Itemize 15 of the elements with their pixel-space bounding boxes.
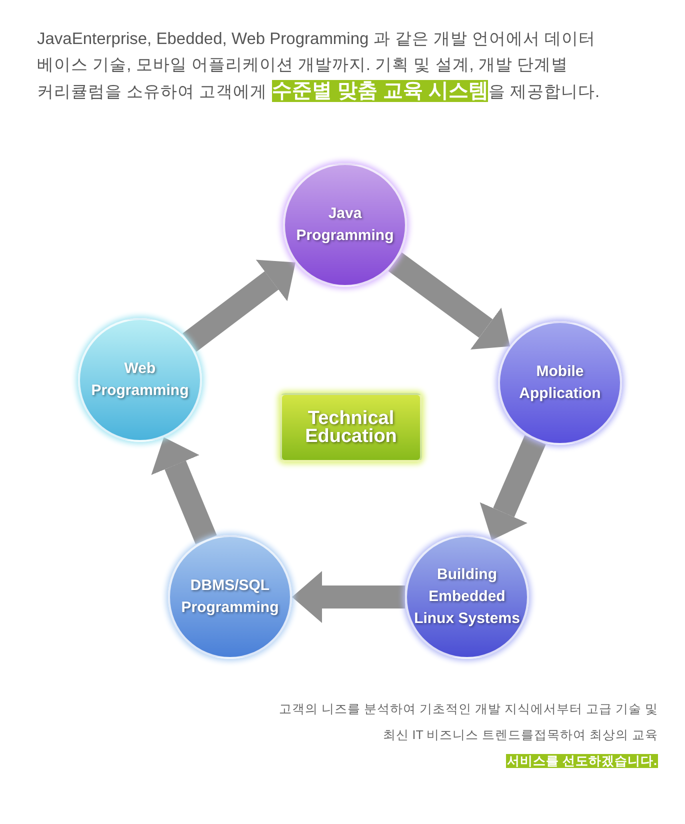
closing-text: 고객의 니즈를 분석하여 기초적인 개발 지식에서부터 고급 기술 및 최신 IT 비즈니스 트렌드를접목하여 최상의 교육 서비스를 선도하겠습니다. <box>278 701 658 770</box>
node-label: Web Programming <box>90 359 190 401</box>
node-label: Java Programming <box>295 204 395 246</box>
node-label: Technical Education <box>304 410 398 446</box>
node-label: DBMS/SQL Programming <box>180 576 280 618</box>
center-box <box>280 393 422 462</box>
node-label: Building Embedded Linux Systems <box>413 565 521 629</box>
arrow <box>292 571 405 623</box>
topic-circle <box>168 535 292 659</box>
topic-circle <box>405 535 529 659</box>
topic-circle <box>283 163 407 287</box>
node-label: Mobile Application <box>518 362 602 404</box>
topic-circle <box>498 321 622 445</box>
topic-circle <box>78 318 202 442</box>
intro-text: JavaEnterprise, Ebedded, Web Programming 과 같은 개발 언어에서 데이터 베이스 기술, 모바일 어플리케이션 개발까지. 기획 및 설계, 개발 단계별 커리큘럼을 소유하여 고객에게 수준별 맞춤 교육 시스템을 제공합니다. <box>37 29 601 104</box>
